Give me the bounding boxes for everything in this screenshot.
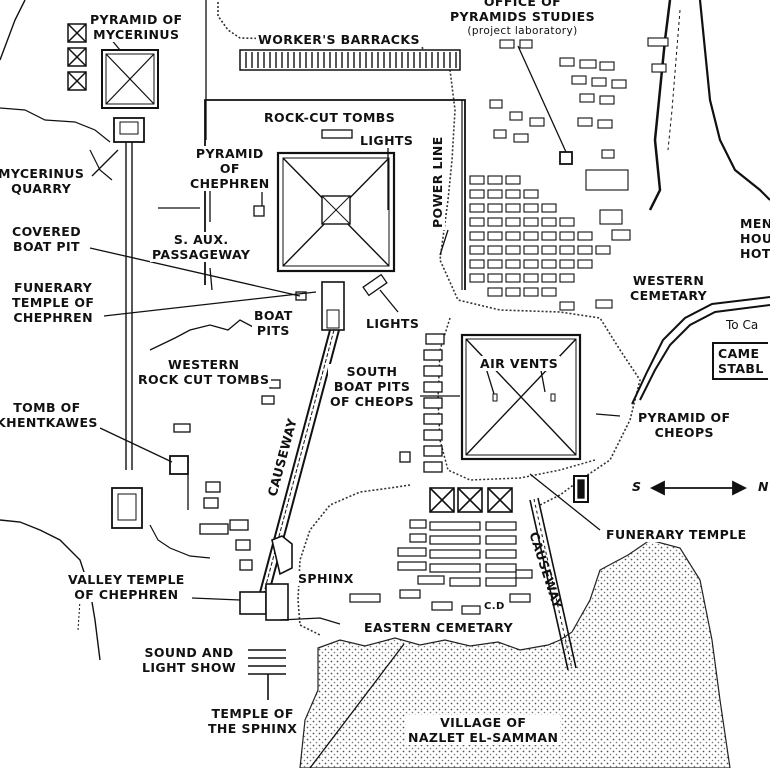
label-camel-stable: CAME STABL (712, 342, 768, 380)
label-line: MEN (740, 216, 770, 231)
south-boat-pits (423, 333, 445, 473)
label-line: LIGHT SHOW (142, 660, 237, 675)
escarpment-right (648, 0, 672, 211)
label-line: TEMPLE OF (211, 706, 294, 721)
label-western-cemetary: WESTERN CEMETARY (628, 273, 710, 303)
label-sphinx: SPHINX (296, 571, 356, 586)
dotted-boundary-east (217, 2, 641, 506)
label-line: SOUTH (346, 364, 398, 379)
label-tomb-khentkawes: TOMB OF KHENTKAWES (0, 400, 100, 430)
label-pyramid-chephren: PYRAMID OF CHEPHREN (188, 146, 272, 191)
label-south-boat-pits: SOUTH BOAT PITS OF CHEOPS (328, 364, 417, 409)
upper-buildings (489, 37, 669, 165)
label-line: VALLEY TEMPLE (68, 572, 185, 587)
label-line: (project laboratory) (467, 25, 578, 37)
label-boat-pits: BOAT PITS (252, 308, 295, 338)
label-to-cairo: To Ca (726, 318, 759, 332)
dotted-boundary-south (297, 484, 411, 636)
queens-pyramids-cheops (429, 487, 513, 513)
label-line: ROCK CUT TOMBS (138, 372, 270, 387)
compass-arrow (649, 480, 748, 496)
label-lights-top: LIGHTS (358, 133, 416, 148)
pyramid-cheops (460, 333, 582, 461)
label-line: PASSAGEWAY (152, 247, 251, 262)
road-to-cairo (639, 304, 770, 401)
label-line: PYRAMID OF (90, 12, 183, 27)
label-line: BOAT PITS (333, 379, 411, 394)
label-workers-barracks: WORKER'S BARRACKS (256, 32, 422, 47)
western-cemetery-mastabas (469, 169, 631, 311)
label-line: THE SPHINX (208, 721, 298, 736)
label-tomb-cd: C.D (484, 601, 505, 612)
pyramid-chephren (276, 151, 396, 273)
label-line: COVERED (12, 224, 82, 239)
label-line: QUARRY (11, 181, 72, 196)
terrain-west (149, 319, 256, 351)
label-line: KHENTKAWES (0, 415, 98, 430)
label-line: MYCERINUS (0, 166, 85, 181)
label-covered-boat-pit: COVERED BOAT PIT (10, 224, 84, 254)
label-line: WESTERN (632, 273, 705, 288)
label-line: TOMB OF (13, 400, 81, 415)
label-line: CEMETARY (630, 288, 708, 303)
label-funerary-temple-chephren: FUNERARY TEMPLE OF CHEPHREN (10, 280, 97, 325)
label-line: HOT (740, 246, 770, 261)
label-line: S. AUX. (173, 232, 229, 247)
label-office-pyramids-studies: OFFICE OF PYRAMIDS STUDIES (project labo… (448, 0, 597, 39)
label-line: TEMPLE OF (12, 295, 95, 310)
misc-structures (169, 129, 589, 571)
label-lights-mid: LIGHTS (364, 316, 422, 331)
label-line: VILLAGE OF (440, 715, 527, 730)
label-temple-sphinx: TEMPLE OF THE SPHINX (206, 706, 300, 736)
label-line: CHEOPS (654, 425, 714, 440)
label-line: CHEPHREN (190, 176, 270, 191)
sound-light-structure (248, 649, 286, 700)
label-power-line: POWER LINE (430, 134, 445, 230)
workers-barracks (239, 49, 461, 71)
label-pyramid-cheops: PYRAMID OF CHEOPS (636, 410, 733, 440)
label-line: PYRAMID OF (638, 410, 731, 425)
label-sound-light-show: SOUND AND LIGHT SHOW (140, 645, 239, 675)
label-line: CHEPHREN (13, 310, 93, 325)
label-line: OF CHEOPS (330, 394, 415, 409)
compass-label-s: S (632, 479, 642, 494)
label-line: SOUND AND (144, 645, 234, 660)
label-line: HOU (740, 231, 770, 246)
label-mycerinus-quarry: MYCERINUS QUARRY (0, 166, 87, 196)
label-line: BOAT PIT (13, 239, 80, 254)
label-line: OF (219, 161, 240, 176)
label-line: FUNERARY (14, 280, 93, 295)
pyramid-mycerinus (101, 49, 159, 109)
label-air-vents: AIR VENTS (478, 356, 561, 371)
compass-label-n: N (758, 479, 769, 494)
queens-pyramids-mycerinus (67, 23, 87, 91)
dotted-boundary-cheops (437, 317, 596, 481)
label-line: PYRAMIDS STUDIES (450, 9, 595, 24)
sphinx-complex (239, 535, 293, 621)
label-eastern-cemetary: EASTERN CEMETARY (362, 620, 516, 635)
village-area (299, 539, 731, 768)
label-funerary-temple-east: FUNERARY TEMPLE (604, 527, 749, 542)
chephren-enclosure (204, 99, 466, 290)
label-line: OFFICE OF (483, 0, 562, 9)
label-mena-house-hotel: MEN HOU HOT (738, 216, 770, 261)
label-line: CAME (718, 346, 760, 361)
label-valley-temple-chephren: VALLEY TEMPLE OF CHEPHREN (66, 572, 187, 602)
label-s-aux-passageway: S. AUX. PASSAGEWAY (150, 232, 253, 262)
label-line: PITS (256, 323, 290, 338)
label-line: MYCERINUS (93, 27, 180, 42)
label-village-nazlet: VILLAGE OF NAZLET EL-SAMMAN (406, 715, 561, 745)
label-pyramid-mycerinus: PYRAMID OF MYCERINUS (88, 12, 185, 42)
label-line: OF CHEPHREN (74, 587, 179, 602)
label-line: STABL (718, 361, 764, 376)
label-line: BOAT (254, 308, 293, 323)
label-line: PYRAMID (195, 146, 264, 161)
label-line: NAZLET EL-SAMMAN (408, 730, 559, 745)
label-rock-cut-tombs: ROCK-CUT TOMBS (262, 110, 398, 125)
label-line: WESTERN (168, 357, 240, 372)
label-western-rock-cut-tombs: WESTERN ROCK CUT TOMBS (136, 357, 272, 387)
eastern-cemetery-mastabas (349, 519, 533, 615)
